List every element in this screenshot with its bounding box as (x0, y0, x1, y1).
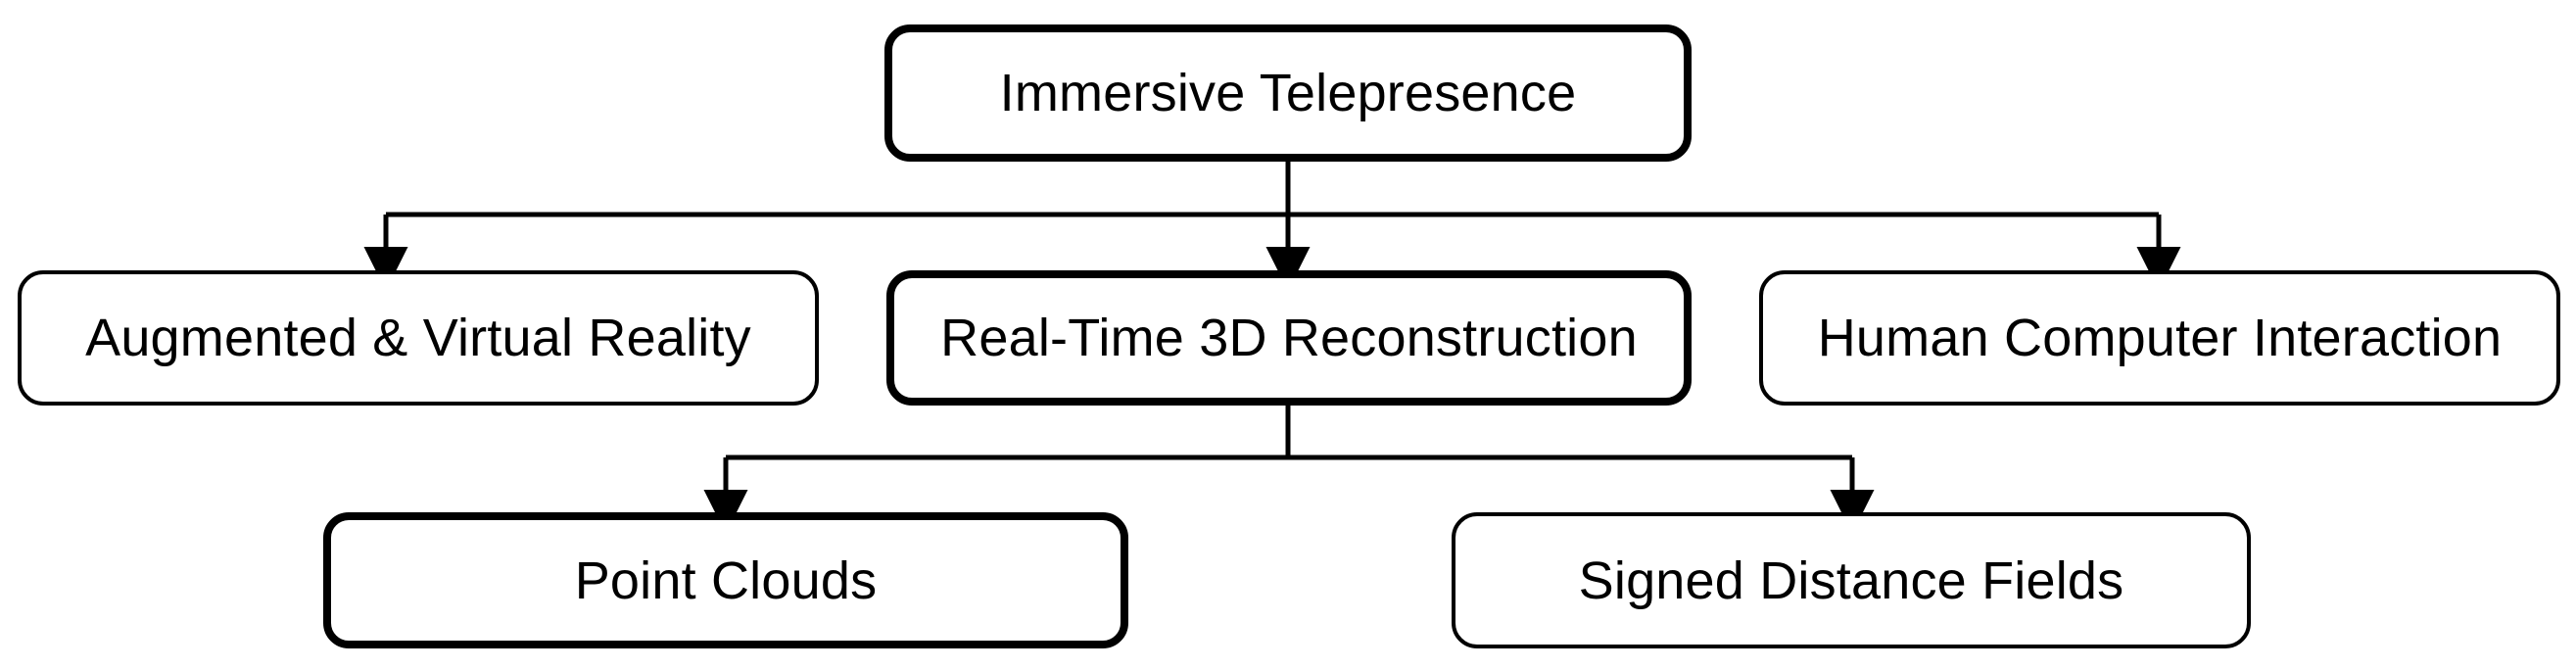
node-real-time-3d-reconstruction[interactable]: Real-Time 3D Reconstruction (886, 270, 1692, 406)
node-label: Real-Time 3D Reconstruction (940, 309, 1638, 367)
node-point-clouds[interactable]: Point Clouds (323, 512, 1128, 648)
node-label: Point Clouds (574, 550, 878, 610)
node-human-computer-interaction[interactable]: Human Computer Interaction (1759, 270, 2560, 406)
node-augmented-virtual-reality[interactable]: Augmented & Virtual Reality (18, 270, 819, 406)
node-signed-distance-fields[interactable]: Signed Distance Fields (1452, 512, 2251, 648)
node-label: Human Computer Interaction (1817, 309, 2503, 367)
node-label: Signed Distance Fields (1578, 550, 2124, 610)
node-label: Immersive Telepresence (999, 64, 1577, 122)
node-immersive-telepresence[interactable]: Immersive Telepresence (884, 24, 1692, 162)
node-label: Augmented & Virtual Reality (85, 309, 751, 367)
